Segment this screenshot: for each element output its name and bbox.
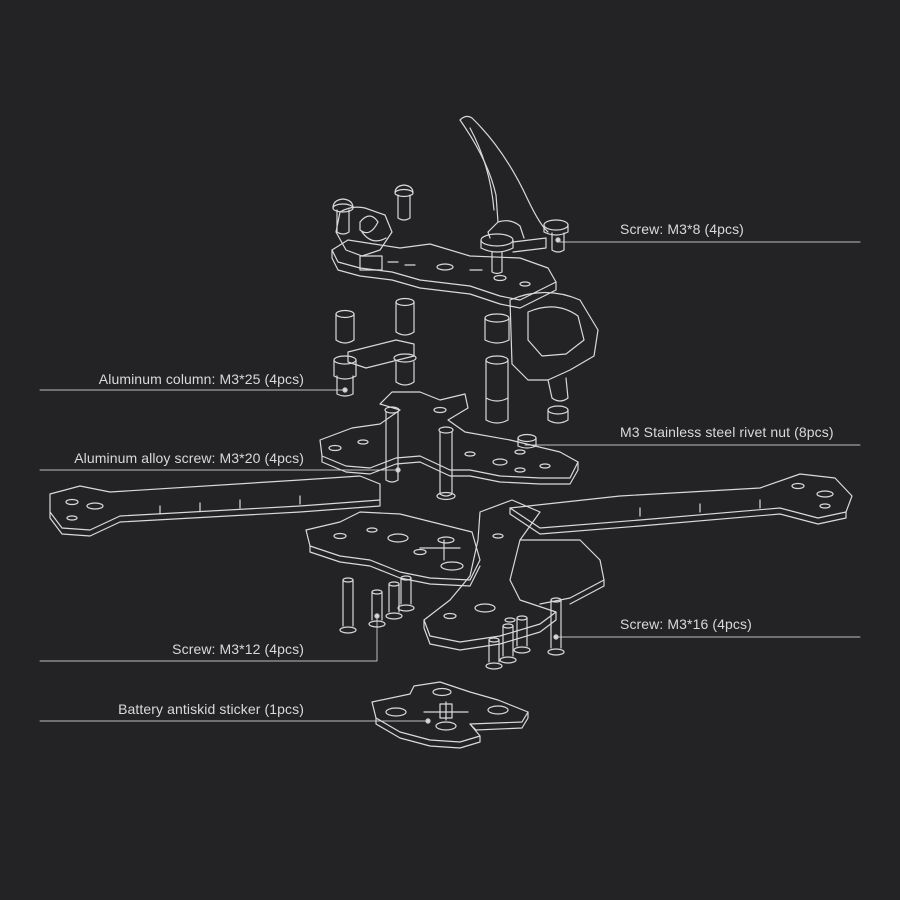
camera-cage-right	[484, 291, 599, 449]
label-screw-m3x16: Screw: M3*16 (4pcs)	[620, 616, 752, 632]
alloy-screws	[384, 406, 456, 501]
upper-main-plate	[319, 391, 579, 485]
aluminum-columns	[333, 297, 417, 397]
arm-left	[49, 475, 381, 537]
leader-screw-m3x12	[39, 613, 380, 662]
leader-lines	[39, 237, 861, 724]
bottom-screws-left	[339, 575, 415, 634]
leader-battery-sticker	[39, 718, 431, 724]
label-rivet-nut: M3 Stainless steel rivet nut (8pcs)	[620, 424, 834, 440]
label-alloy-screw: Aluminum alloy screw: M3*20 (4pcs)	[74, 450, 304, 466]
top-plate	[331, 239, 557, 309]
bottom-screws-right	[485, 597, 565, 670]
arm-right	[509, 473, 853, 535]
leader-aluminum-column	[39, 387, 348, 393]
label-aluminum-column: Aluminum column: M3*25 (4pcs)	[98, 371, 304, 387]
camera-mount-left	[335, 206, 393, 257]
antenna-mount	[459, 115, 569, 275]
label-screw-m3x8: Screw: M3*8 (4pcs)	[620, 221, 744, 237]
screw-top-left	[332, 198, 354, 235]
leader-screw-m3x8	[555, 237, 861, 243]
battery-sticker-drawing	[371, 681, 529, 749]
label-screw-m3x12: Screw: M3*12 (4pcs)	[172, 641, 304, 657]
lower-plate-right	[423, 499, 605, 651]
screw-top-middle	[394, 184, 414, 221]
label-battery-sticker: Battery antiskid sticker (1pcs)	[118, 701, 304, 717]
lower-plate-left	[305, 511, 481, 587]
leader-screw-m3x16	[553, 634, 861, 640]
